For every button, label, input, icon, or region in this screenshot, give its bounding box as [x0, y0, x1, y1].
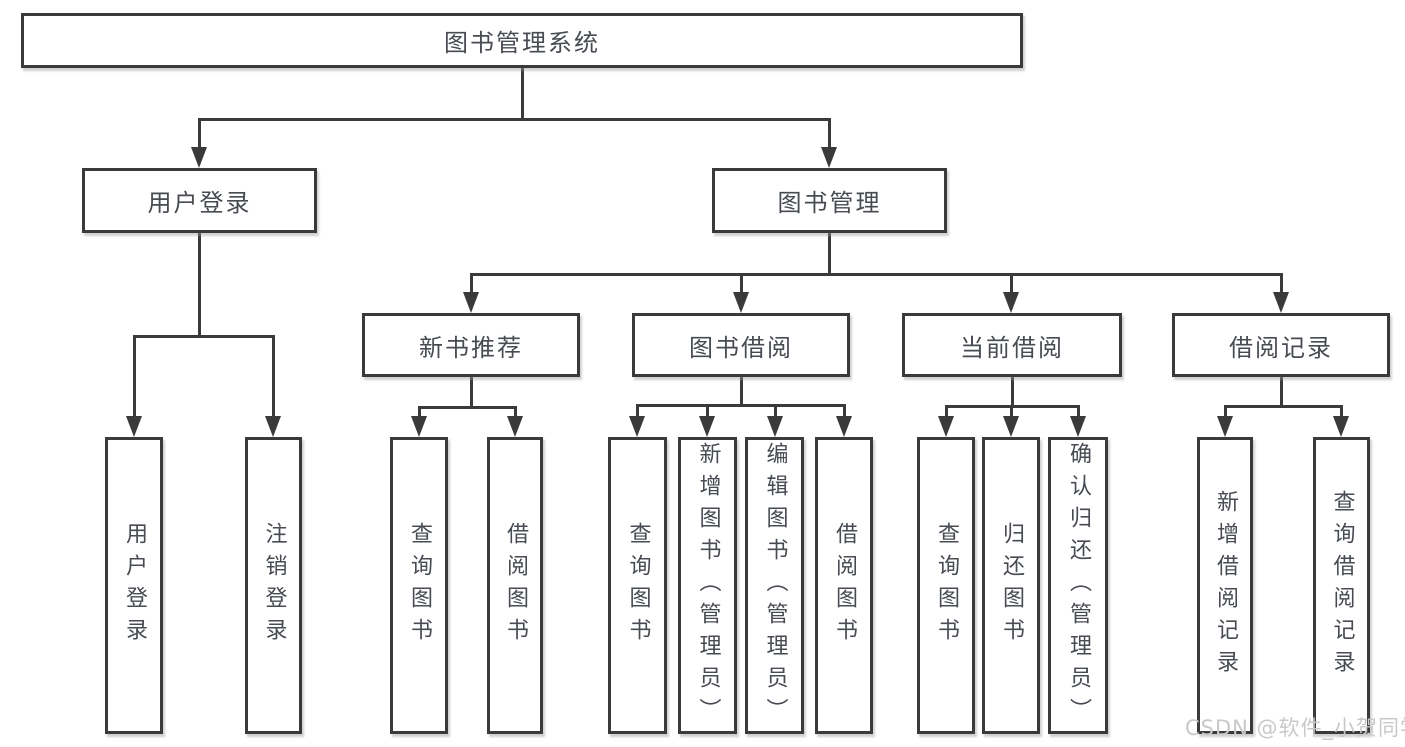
connector-drop-new-book-recommend: [513, 406, 517, 418]
connector-rail-new-book-recommend: [417, 406, 517, 409]
node-root: 图书管理系统: [21, 13, 1023, 68]
connector-stem-book-borrow: [739, 377, 743, 407]
connector-drop-user-login: [271, 335, 275, 418]
arrow-down-icon: [463, 292, 479, 313]
arrow-down-icon: [191, 147, 207, 168]
connector-drop-root: [197, 118, 201, 149]
connector-drop-book-management: [469, 273, 473, 294]
connector-drop-borrow-records: [1339, 405, 1343, 418]
arrow-down-icon: [126, 416, 142, 437]
connector-stem-borrow-records: [1279, 377, 1283, 408]
connector-rail-book-management: [469, 273, 1283, 276]
node-label-leaf-confirm-return: 确认归还（管理员）: [1066, 441, 1091, 730]
connector-drop-book-management: [1279, 273, 1283, 294]
node-label-root: 图书管理系统: [444, 29, 600, 57]
arrow-down-icon: [1217, 416, 1233, 437]
arrow-down-icon: [733, 292, 749, 313]
node-label-current-borrow: 当前借阅: [960, 333, 1064, 362]
node-label-leaf-add-book: 新增图书（管理员）: [695, 441, 721, 730]
connector-drop-book-borrow: [773, 404, 777, 418]
arrow-down-icon: [1333, 416, 1349, 437]
node-label-book-borrow: 图书借阅: [689, 333, 793, 362]
node-leaf-query-borrow-record: 查询借阅记录: [1313, 437, 1370, 734]
connector-drop-current-borrow: [944, 405, 948, 418]
connector-stem-root: [520, 68, 524, 121]
connector-drop-new-book-recommend: [417, 406, 421, 418]
connector-stem-book-management: [827, 233, 831, 276]
node-label-user-login: 用户登录: [147, 189, 252, 217]
node-leaf-user-login: 用户登录: [105, 437, 163, 734]
connector-stem-new-book-recommend: [469, 377, 473, 409]
node-label-leaf-return-book: 归还图书: [999, 521, 1024, 650]
arrow-down-icon: [265, 416, 281, 437]
node-new-book-recommend: 新书推荐: [362, 313, 580, 377]
node-leaf-edit-book: 编辑图书（管理员）: [745, 437, 804, 734]
node-label-leaf-user-login: 用户登录: [122, 521, 147, 650]
arrow-down-icon: [1003, 416, 1019, 437]
node-label-leaf-query-book-b: 查询图书: [625, 521, 651, 650]
node-leaf-add-book: 新增图书（管理员）: [678, 437, 737, 734]
node-label-borrow-records: 借阅记录: [1229, 333, 1333, 362]
csdn-watermark: CSDN @软件_小贺同学: [1185, 716, 1405, 740]
node-leaf-confirm-return: 确认归还（管理员）: [1048, 437, 1108, 734]
connector-drop-current-borrow: [1076, 405, 1080, 418]
connector-drop-book-management: [739, 273, 743, 294]
connector-drop-book-borrow: [705, 404, 709, 418]
node-leaf-add-borrow-record: 新增借阅记录: [1197, 437, 1253, 734]
node-label-leaf-borrow-book-a: 借阅图书: [503, 521, 528, 650]
arrow-down-icon: [1003, 292, 1019, 313]
connector-rail-borrow-records: [1223, 405, 1343, 408]
connector-rail-book-borrow: [635, 404, 846, 407]
arrow-down-icon: [629, 416, 645, 437]
node-leaf-query-book-b: 查询图书: [608, 437, 667, 734]
arrow-down-icon: [938, 416, 954, 437]
connector-drop-user-login: [132, 335, 136, 418]
node-borrow-records: 借阅记录: [1172, 313, 1390, 377]
arrow-down-icon: [1070, 416, 1086, 437]
node-leaf-return-book: 归还图书: [982, 437, 1040, 734]
connector-rail-root: [197, 118, 831, 121]
arrow-down-icon: [836, 416, 852, 437]
node-book-management: 图书管理: [712, 168, 947, 233]
connector-drop-root: [827, 118, 831, 149]
node-label-book-management: 图书管理: [777, 189, 882, 217]
connector-stem-user-login: [197, 233, 201, 338]
node-label-leaf-query-book-a: 查询图书: [407, 521, 432, 650]
node-label-leaf-query-book-c: 查询图书: [934, 521, 959, 650]
connector-drop-current-borrow: [1009, 405, 1013, 418]
node-leaf-borrow-book-a: 借阅图书: [487, 437, 543, 734]
node-leaf-query-book-a: 查询图书: [390, 437, 448, 734]
node-label-new-book-recommend: 新书推荐: [419, 333, 523, 362]
node-label-leaf-logout: 注销登录: [261, 521, 287, 650]
node-book-borrow: 图书借阅: [632, 313, 850, 377]
node-leaf-query-book-c: 查询图书: [917, 437, 975, 734]
node-label-leaf-borrow-book-b: 借阅图书: [832, 521, 857, 650]
node-user-login: 用户登录: [82, 168, 317, 233]
node-label-leaf-edit-book: 编辑图书（管理员）: [762, 441, 788, 730]
node-current-borrow: 当前借阅: [902, 313, 1122, 377]
connector-rail-user-login: [132, 335, 275, 338]
connector-drop-borrow-records: [1223, 405, 1227, 418]
arrow-down-icon: [767, 416, 783, 437]
arrow-down-icon: [821, 147, 837, 168]
connector-stem-current-borrow: [1010, 377, 1014, 408]
node-leaf-borrow-book-b: 借阅图书: [815, 437, 873, 734]
arrow-down-icon: [1273, 292, 1289, 313]
connector-drop-book-management: [1009, 273, 1013, 294]
arrow-down-icon: [411, 416, 427, 437]
node-label-leaf-add-borrow-record: 新增借阅记录: [1213, 489, 1238, 682]
node-label-leaf-query-borrow-record: 查询借阅记录: [1329, 489, 1355, 682]
arrow-down-icon: [507, 416, 523, 437]
arrow-down-icon: [699, 416, 715, 437]
node-leaf-logout: 注销登录: [245, 437, 302, 734]
connector-drop-book-borrow: [842, 404, 846, 418]
connector-drop-book-borrow: [635, 404, 639, 418]
